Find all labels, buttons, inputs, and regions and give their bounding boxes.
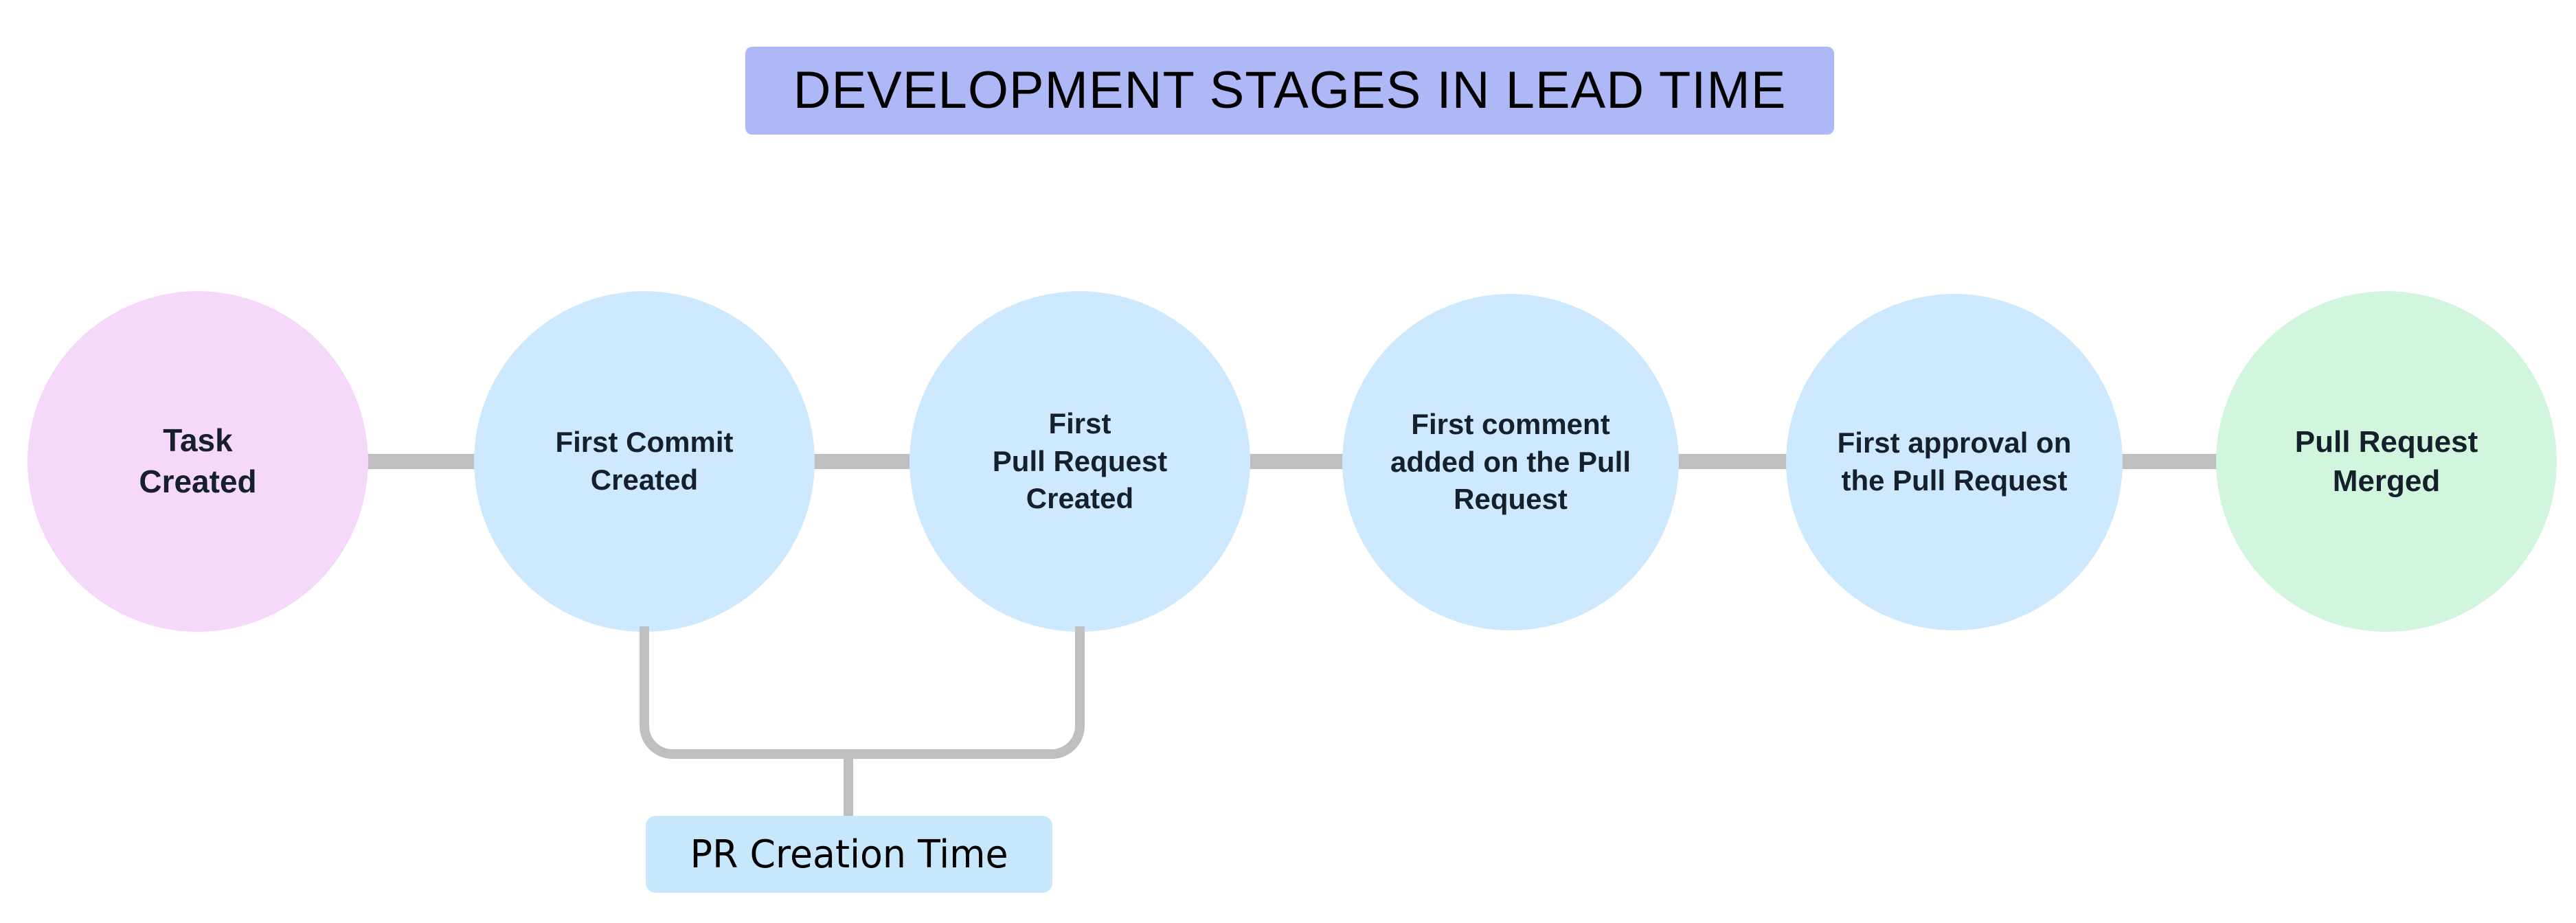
annotation-label: PR Creation Time	[690, 832, 1008, 877]
node-label: First Pull Request Created	[992, 407, 1168, 515]
bracket-stub-line	[844, 749, 853, 818]
page-title: DEVELOPMENT STAGES IN LEAD TIME	[793, 61, 1787, 119]
connector-pr-to-comment	[1245, 454, 1346, 469]
bracket-drop-line-left	[640, 626, 649, 726]
connector-commit-to-pr	[809, 454, 912, 469]
bracket-drop-line-right	[1075, 626, 1085, 726]
diagram-title-box: DEVELOPMENT STAGES IN LEAD TIME	[745, 47, 1834, 135]
node-label: First comment added on the Pull Request	[1390, 408, 1631, 516]
node-label: First Commit Created	[555, 426, 734, 496]
bracket-corner-left	[640, 716, 682, 759]
connector-task-to-commit	[363, 454, 477, 469]
node-label: Task Created	[139, 422, 257, 499]
node-label: First approval on the Pull Request	[1837, 426, 2072, 497]
node-task-created[interactable]: Task Created	[27, 291, 368, 632]
node-first-approval-on-pull-request[interactable]: First approval on the Pull Request	[1786, 294, 2123, 630]
bracket-corner-right	[1042, 716, 1085, 759]
bracket-horizontal-line	[682, 749, 1042, 759]
node-label: Pull Request Merged	[2294, 424, 2478, 498]
node-first-comment-on-pull-request[interactable]: First comment added on the Pull Request	[1342, 294, 1679, 630]
connector-approval-to-merged	[2117, 454, 2220, 469]
annotation-pr-creation-time[interactable]: PR Creation Time	[646, 816, 1052, 893]
node-first-pull-request-created[interactable]: First Pull Request Created	[909, 291, 1250, 632]
node-pull-request-merged[interactable]: Pull Request Merged	[2216, 291, 2557, 632]
connector-comment-to-approval	[1673, 454, 1790, 469]
node-first-commit-created[interactable]: First Commit Created	[474, 291, 815, 632]
